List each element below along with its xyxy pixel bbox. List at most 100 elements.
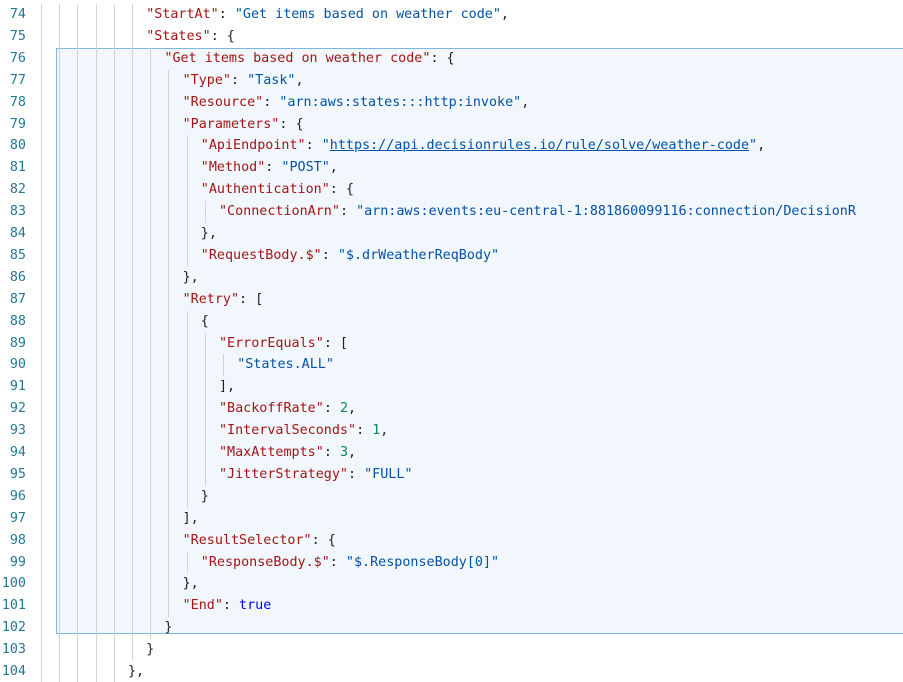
- line-number[interactable]: 91: [9, 379, 26, 395]
- punctuation: }: [146, 642, 155, 658]
- code-line[interactable]: "MaxAttempts": 3,: [219, 442, 356, 464]
- punctuation: : [: [239, 291, 264, 307]
- punctuation: :: [348, 466, 365, 482]
- line-number[interactable]: 104: [1, 664, 26, 679]
- punctuation: :: [323, 445, 340, 460]
- indent-guide: [186, 135, 188, 267]
- json-key: "Resource": [182, 94, 264, 110]
- json-value: 2: [339, 401, 348, 417]
- punctuation: :: [218, 7, 235, 22]
- line-number[interactable]: 84: [9, 226, 26, 241]
- line-number[interactable]: 94: [9, 445, 26, 460]
- line-number[interactable]: 102: [1, 620, 26, 636]
- json-value: "POST": [281, 160, 330, 176]
- line-number[interactable]: 77: [9, 72, 26, 88]
- code-line[interactable]: "Retry": [: [183, 289, 264, 311]
- code-line[interactable]: },: [183, 573, 199, 595]
- indent-guide: [132, 4, 133, 661]
- punctuation: {: [200, 313, 209, 329]
- code-line[interactable]: "ResultSelector": {: [183, 530, 336, 552]
- punctuation: ,: [500, 7, 509, 22]
- line-number-gutter[interactable]: 74 75 76 77 78 79 80 81 82 83 84 85 86 87 88 89 90 91 92 93…: [0, 0, 38, 682]
- line-number[interactable]: 86: [9, 269, 26, 285]
- code-line[interactable]: "Parameters": {: [183, 114, 304, 136]
- code-line[interactable]: "ConnectionArn": "arn:aws:events:eu-cent…: [219, 201, 856, 223]
- line-number[interactable]: 90: [9, 357, 26, 373]
- punctuation: : [: [323, 335, 348, 351]
- json-key: "StartAt": [146, 7, 219, 22]
- line-number[interactable]: 82: [9, 182, 26, 198]
- code-line[interactable]: "End": true: [183, 595, 272, 617]
- punctuation: : {: [430, 50, 455, 66]
- line-number[interactable]: 98: [9, 532, 26, 548]
- code-line[interactable]: "States.ALL": [237, 354, 334, 376]
- json-value: ": [749, 138, 758, 154]
- line-number[interactable]: 101: [1, 598, 26, 614]
- line-number[interactable]: 92: [9, 401, 26, 417]
- indent-guide: [168, 69, 170, 618]
- code-line[interactable]: }: [164, 617, 172, 639]
- punctuation: ,: [348, 401, 357, 417]
- code-line[interactable]: "StartAt": "Get items based on weather c…: [146, 4, 509, 26]
- code-line[interactable]: "ErrorEquals": [: [219, 333, 348, 355]
- code-line[interactable]: "RequestBody.$": "$.drWeatherReqBody": [201, 245, 499, 267]
- url-link[interactable]: https://api.decisionrules.io/rule/solve/…: [329, 138, 750, 154]
- line-number[interactable]: 81: [9, 160, 26, 176]
- line-number[interactable]: 76: [9, 50, 26, 66]
- line-number[interactable]: 78: [9, 94, 26, 110]
- line-number[interactable]: 103: [1, 642, 26, 658]
- code-line[interactable]: }: [201, 486, 209, 508]
- code-line[interactable]: }: [146, 639, 154, 661]
- code-line[interactable]: {: [201, 311, 209, 333]
- code-line[interactable]: },: [128, 661, 144, 682]
- code-line[interactable]: "JitterStrategy": "FULL": [219, 464, 413, 486]
- punctuation: ,: [329, 160, 338, 176]
- line-number[interactable]: 99: [9, 554, 26, 570]
- line-number[interactable]: 75: [9, 28, 26, 44]
- punctuation: ,: [757, 138, 766, 154]
- code-line[interactable]: "BackoffRate": 2,: [219, 398, 356, 420]
- line-number[interactable]: 88: [9, 313, 26, 329]
- code-line[interactable]: ],: [183, 508, 199, 530]
- code-line[interactable]: ],: [219, 376, 235, 398]
- punctuation: }: [164, 620, 173, 636]
- json-key: "BackoffRate": [219, 401, 324, 417]
- code-line[interactable]: "ApiEndpoint": "https://api.decisionrule…: [201, 135, 765, 157]
- line-number[interactable]: 85: [9, 247, 26, 263]
- code-line[interactable]: "Method": "POST",: [201, 157, 338, 179]
- json-key: "Authentication": [200, 182, 330, 198]
- code-line[interactable]: },: [201, 223, 217, 245]
- code-line[interactable]: "Resource": "arn:aws:states:::http:invok…: [183, 92, 530, 114]
- line-number[interactable]: 87: [9, 291, 26, 307]
- json-key: "IntervalSeconds": [219, 423, 357, 439]
- indent-guide: [186, 551, 188, 574]
- punctuation: : {: [210, 28, 235, 44]
- line-number[interactable]: 97: [9, 510, 26, 526]
- line-number[interactable]: 89: [9, 335, 26, 351]
- code-line[interactable]: "Authentication": {: [201, 179, 354, 201]
- line-number[interactable]: 100: [1, 576, 26, 592]
- code-line[interactable]: "Get items based on weather code": {: [164, 48, 454, 70]
- line-number[interactable]: 93: [9, 423, 26, 439]
- line-number[interactable]: 83: [9, 204, 26, 220]
- code-line[interactable]: },: [183, 267, 199, 289]
- json-key: "ResponseBody.$": [200, 554, 330, 570]
- line-number[interactable]: 95: [9, 466, 26, 482]
- code-line[interactable]: "Type": "Task",: [183, 70, 304, 92]
- code-line[interactable]: "IntervalSeconds": 1,: [219, 420, 388, 442]
- line-number[interactable]: 80: [9, 138, 26, 154]
- punctuation: },: [200, 226, 217, 241]
- line-number[interactable]: 96: [9, 488, 26, 504]
- punctuation: :: [305, 138, 322, 154]
- code-line[interactable]: "ResponseBody.$": "$.ResponseBody[0]": [201, 552, 499, 574]
- code-line[interactable]: "States": {: [146, 26, 235, 48]
- json-key: "MaxAttempts": [219, 445, 324, 460]
- json-key: "End": [182, 598, 223, 614]
- json-key: "Get items based on weather code": [164, 50, 431, 66]
- indent-guide: [223, 354, 224, 377]
- json-value: "FULL": [364, 466, 413, 482]
- json-key: "ErrorEquals": [219, 335, 324, 351]
- line-number[interactable]: 74: [9, 7, 26, 22]
- line-number[interactable]: 79: [9, 116, 26, 132]
